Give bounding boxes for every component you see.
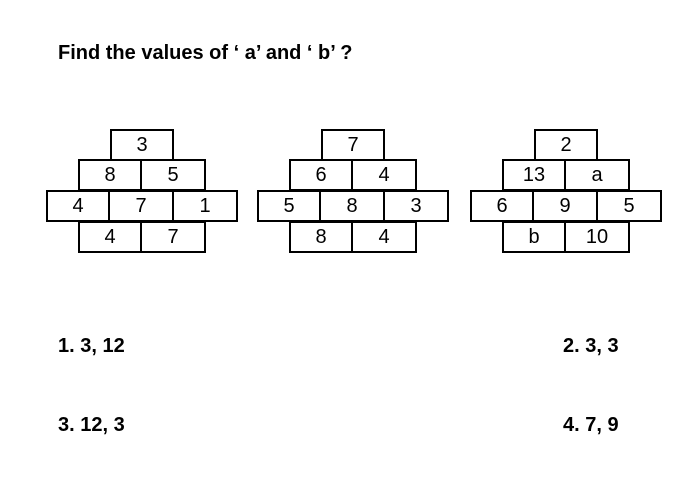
- puzzle-2-top-cell: 7: [321, 129, 385, 161]
- puzzle-3-row2-left-cell: 13: [502, 159, 566, 191]
- option-2[interactable]: 2. 3, 3: [563, 335, 619, 357]
- puzzle-1-row4-right-cell: 7: [140, 221, 206, 253]
- puzzle-2-row3-right-cell: 3: [383, 190, 449, 222]
- puzzle-1-row3-middle-cell: 7: [108, 190, 174, 222]
- option-3[interactable]: 3. 12, 3: [58, 414, 125, 436]
- puzzle-2-row4-left-cell: 8: [289, 221, 353, 253]
- puzzle-3-top-cell: 2: [534, 129, 598, 161]
- question-text: Find the values of ‘ a’ and ‘ b’ ?: [58, 42, 353, 64]
- option-4[interactable]: 4. 7, 9: [563, 414, 619, 436]
- option-1[interactable]: 1. 3, 12: [58, 335, 125, 357]
- puzzle-2-row2-left-cell: 6: [289, 159, 353, 191]
- puzzle-1-top-cell: 3: [110, 129, 174, 161]
- puzzle-1-row2-left-cell: 8: [78, 159, 142, 191]
- puzzle-3-row4-left-cell: b: [502, 221, 566, 253]
- puzzle-2-row4-right-cell: 4: [351, 221, 417, 253]
- puzzle-1-row3-left-cell: 4: [46, 190, 110, 222]
- puzzle-3-row3-right-cell: 5: [596, 190, 662, 222]
- puzzle-1-row4-left-cell: 4: [78, 221, 142, 253]
- puzzle-2-row2-right-cell: 4: [351, 159, 417, 191]
- puzzle-3-row3-middle-cell: 9: [532, 190, 598, 222]
- puzzle-3-row3-left-cell: 6: [470, 190, 534, 222]
- puzzle-1-row3-right-cell: 1: [172, 190, 238, 222]
- puzzle-2-row3-left-cell: 5: [257, 190, 321, 222]
- puzzle-3-row2-right-cell: a: [564, 159, 630, 191]
- puzzle-1-row2-right-cell: 5: [140, 159, 206, 191]
- puzzle-3-row4-right-cell: 10: [564, 221, 630, 253]
- puzzle-2-row3-middle-cell: 8: [319, 190, 385, 222]
